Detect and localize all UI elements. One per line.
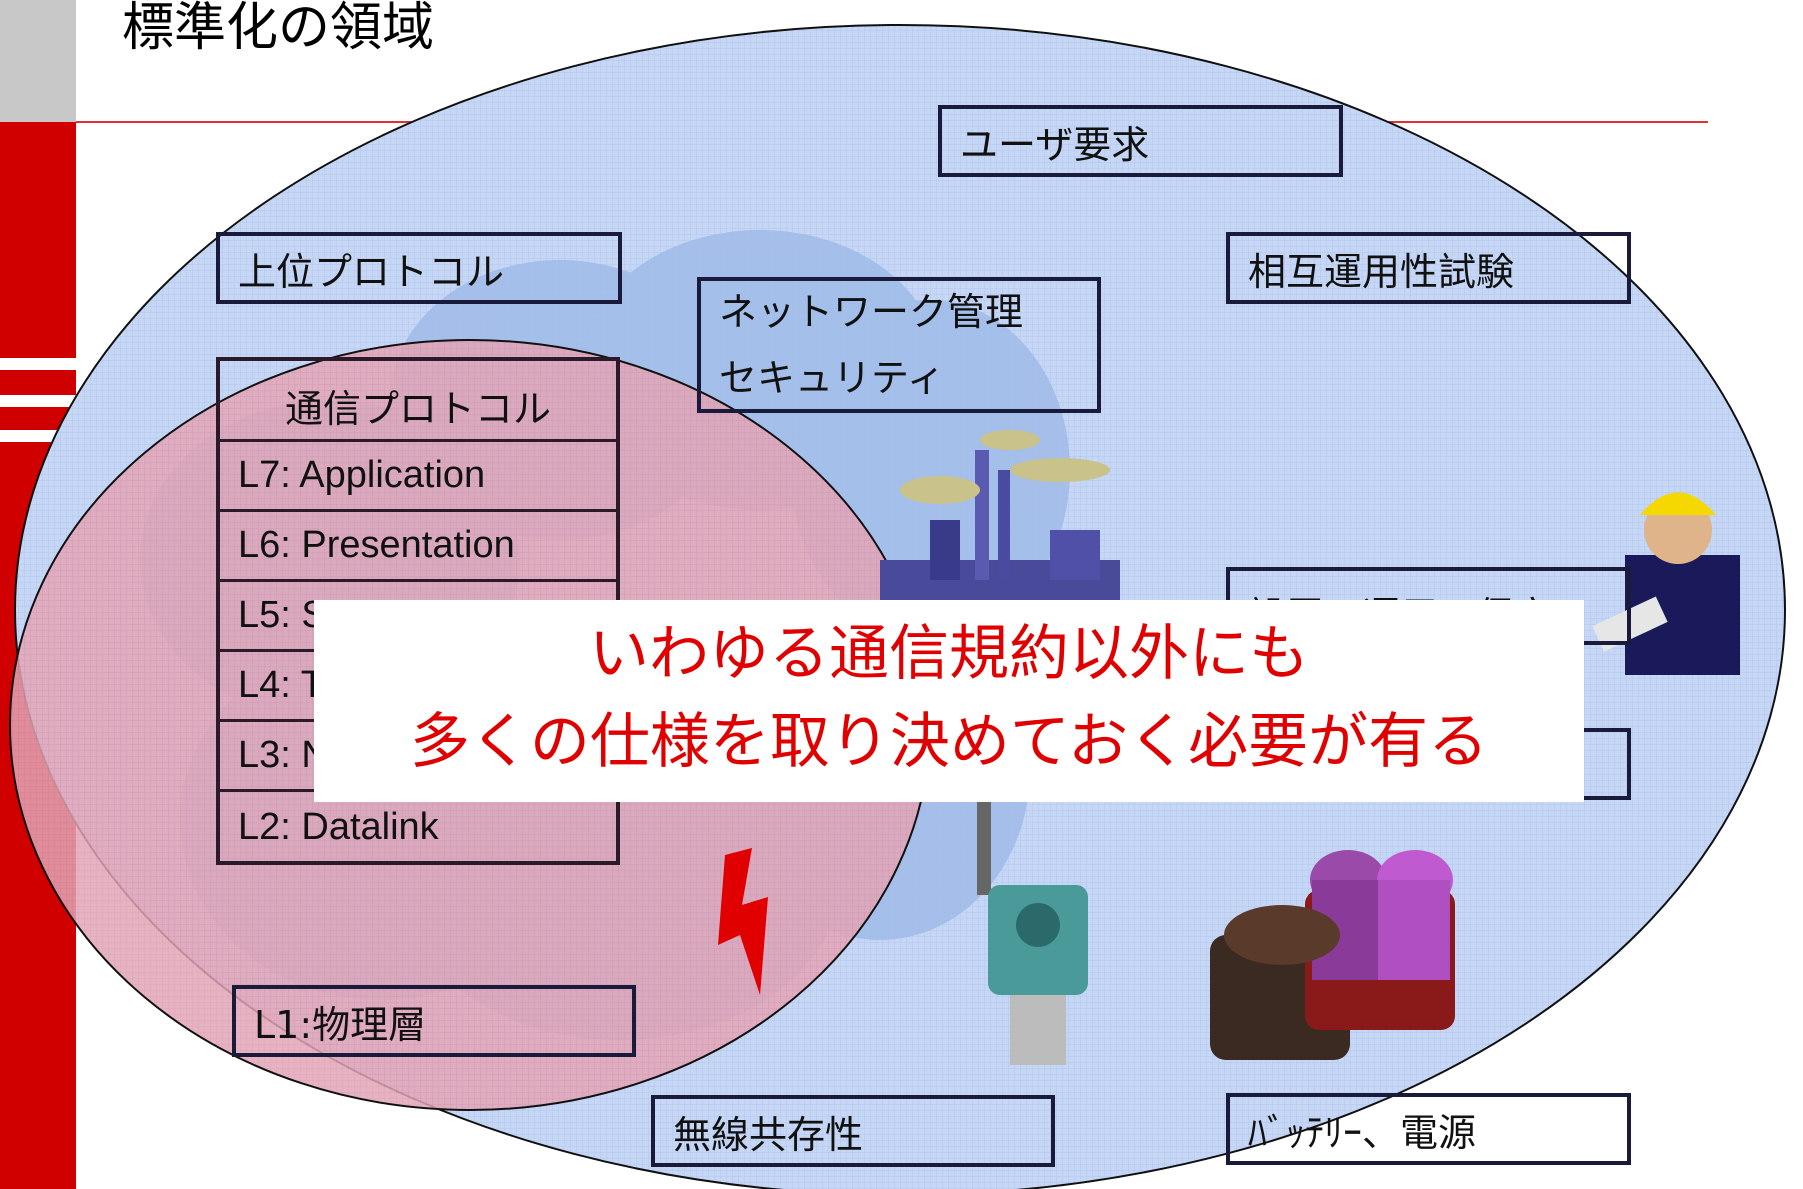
interoperability-test-box: 相互運用性試験: [1226, 232, 1631, 304]
comm-protocol-header: 通信プロトコル: [216, 372, 620, 442]
sidebar-stripe: [0, 358, 76, 370]
network-management-label: ネットワーク管理: [719, 290, 1024, 334]
slide-title: 標準化の領域: [122, 0, 435, 58]
sidebar-grey-band: [0, 0, 76, 122]
wireless-coexistence-box: 無線共存性: [651, 1095, 1055, 1167]
transmitter-icon: [977, 800, 1088, 1065]
battery-power-box: ﾊﾞｯﾃﾘｰ、電源: [1226, 1093, 1631, 1165]
sidebar-stripe: [0, 395, 76, 407]
user-requirements-box: ユーザ要求: [938, 105, 1343, 177]
worker-icon: [1592, 492, 1740, 675]
security-label: セキュリティ: [719, 356, 945, 400]
layer-l7: L7: Application: [216, 442, 620, 512]
lightning-icon: [718, 848, 768, 995]
network-management-box: ネットワーク管理 セキュリティ: [697, 277, 1101, 413]
layer-l2: L2: Datalink: [238, 805, 439, 848]
battery-icon: [1210, 850, 1455, 1060]
callout-line-2: 多くの仕様を取り決めておく必要が有る: [409, 707, 1489, 777]
callout-line-1: いわゆる通信規約以外にも: [589, 619, 1309, 689]
layer-l6: L6: Presentation: [216, 512, 620, 582]
upper-protocol-box: 上位プロトコル: [216, 232, 622, 304]
callout-box: いわゆる通信規約以外にも 多くの仕様を取り決めておく必要が有る: [314, 600, 1584, 802]
physical-layer-box: L1:物理層: [232, 985, 636, 1057]
